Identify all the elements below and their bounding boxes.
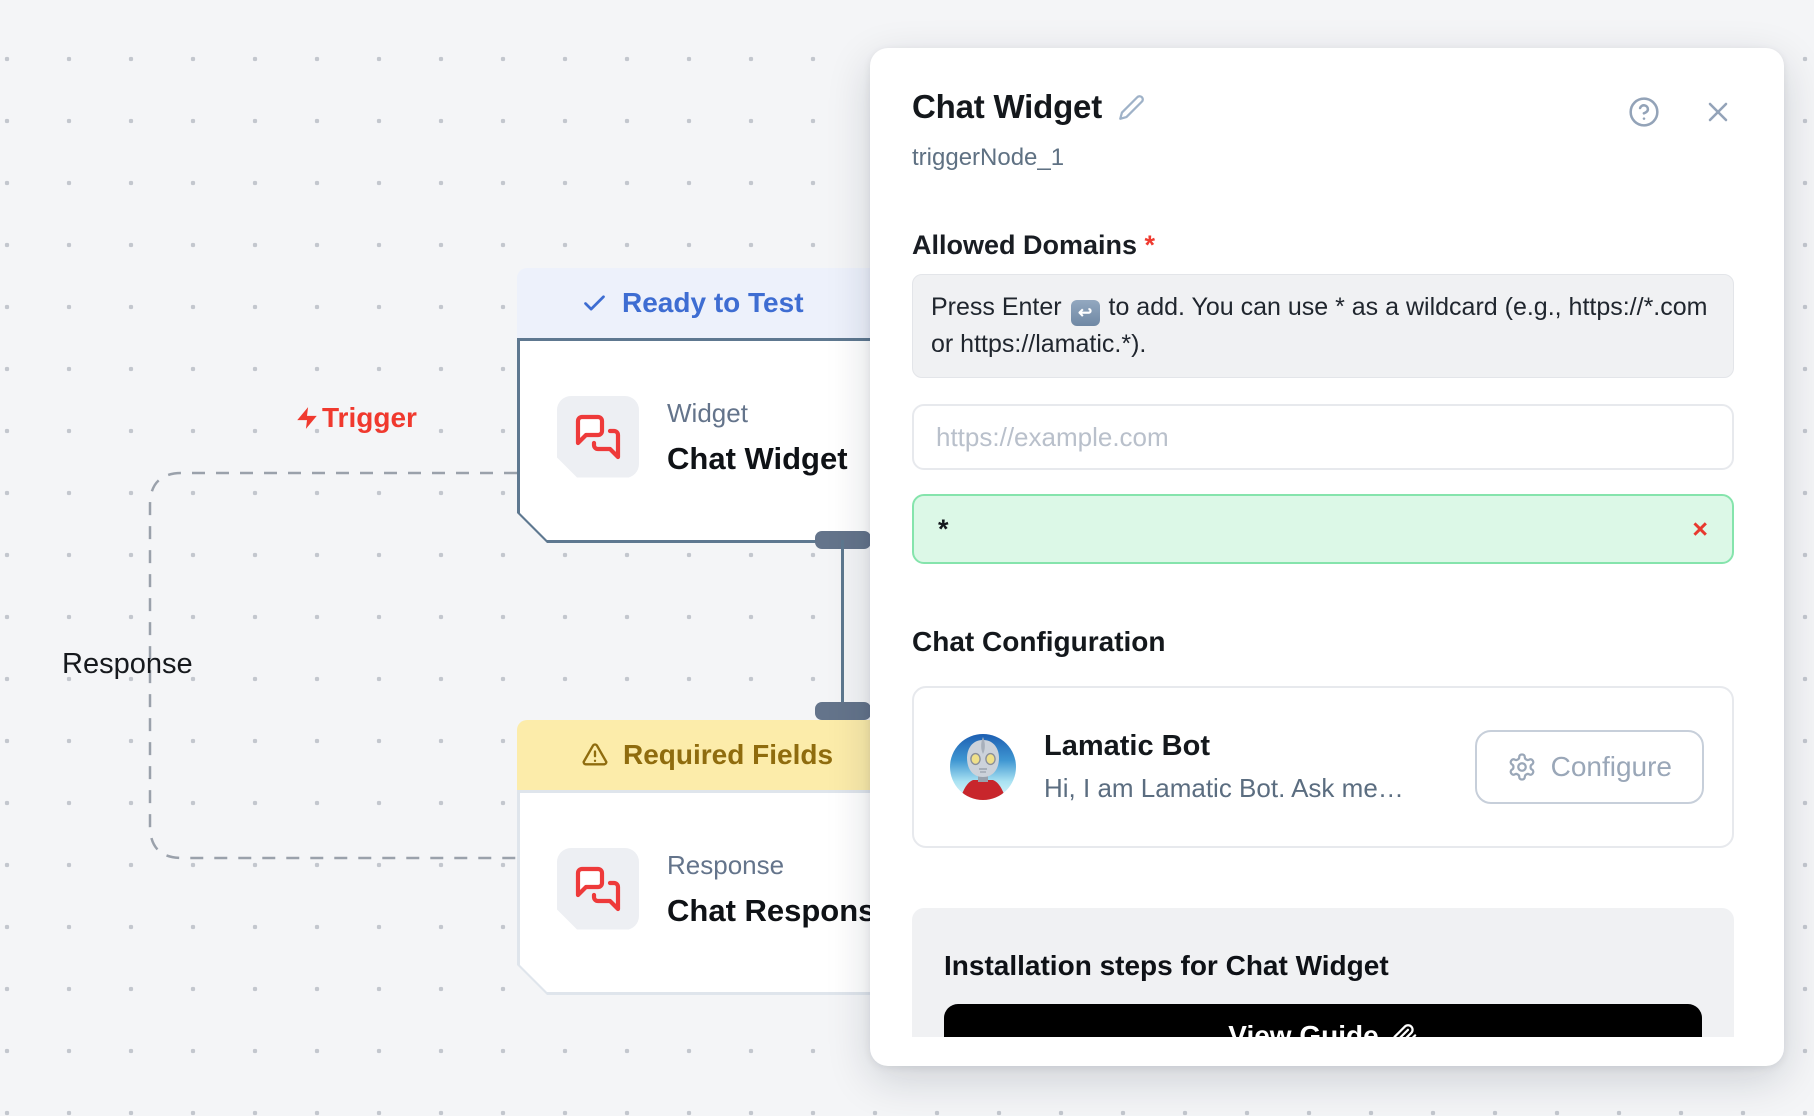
bot-avatar: [950, 734, 1016, 800]
node-category: Widget: [667, 398, 748, 428]
domain-chip-value: *: [938, 513, 949, 544]
enter-key-icon: ↩: [1070, 299, 1100, 326]
close-icon: [1708, 102, 1728, 122]
bot-description: Hi, I am Lamatic Bot. Ask me…: [1044, 773, 1404, 803]
domain-chip: * ×: [912, 494, 1734, 564]
help-icon: [1629, 97, 1659, 127]
remove-domain-button[interactable]: ×: [1692, 513, 1708, 544]
check-icon: [581, 290, 608, 317]
edit-icon[interactable]: [1118, 94, 1145, 121]
panel-title: Chat Widget: [912, 88, 1102, 125]
input-handle[interactable]: [815, 702, 871, 720]
robot-icon: [960, 737, 1006, 800]
gear-icon: [1509, 753, 1534, 781]
allowed-domains-label: Allowed Domains *: [912, 230, 1156, 260]
bolt-icon: [294, 403, 320, 433]
required-asterisk: *: [1144, 230, 1156, 260]
view-guide-button[interactable]: View Guide: [944, 1004, 1702, 1037]
node-title: Chat Widget: [667, 441, 848, 476]
connector-line: [841, 540, 844, 702]
response-edge-label: Response: [62, 648, 193, 680]
chat-configuration-heading: Chat Configuration: [912, 626, 1166, 657]
view-guide-label: View Guide: [1228, 1020, 1379, 1037]
node-config-panel: Chat Widget triggerNode_1 Allowed Domain…: [870, 48, 1784, 1066]
installation-box: Installation steps for Chat Widget View …: [912, 908, 1734, 1037]
help-button[interactable]: [1628, 96, 1660, 128]
bot-card: Lamatic Bot Hi, I am Lamatic Bot. Ask me…: [912, 686, 1734, 848]
node-icon-tile: [557, 396, 639, 478]
domain-input[interactable]: [912, 404, 1734, 470]
configure-button[interactable]: Configure: [1474, 730, 1704, 804]
trigger-label-text: Trigger: [322, 402, 417, 433]
domains-hint: Press Enter ↩ to add. You can use * as a…: [912, 274, 1734, 378]
paperclip-icon: [1392, 1023, 1416, 1037]
node-icon-tile: [557, 848, 639, 930]
close-button[interactable]: [1702, 96, 1734, 128]
badge-label: Ready to Test: [622, 287, 804, 318]
node-title: Chat Response: [667, 893, 893, 928]
warning-icon: [581, 741, 609, 769]
messages-icon: [574, 865, 622, 913]
messages-icon: [574, 413, 622, 461]
node-category: Response: [667, 850, 785, 880]
panel-subtitle: triggerNode_1: [912, 144, 1065, 171]
configure-label: Configure: [1550, 751, 1672, 782]
trigger-label: Trigger: [294, 402, 417, 434]
badge-label: Required Fields: [623, 739, 834, 770]
bot-name: Lamatic Bot: [1044, 730, 1210, 762]
installation-heading: Installation steps for Chat Widget: [944, 950, 1389, 981]
